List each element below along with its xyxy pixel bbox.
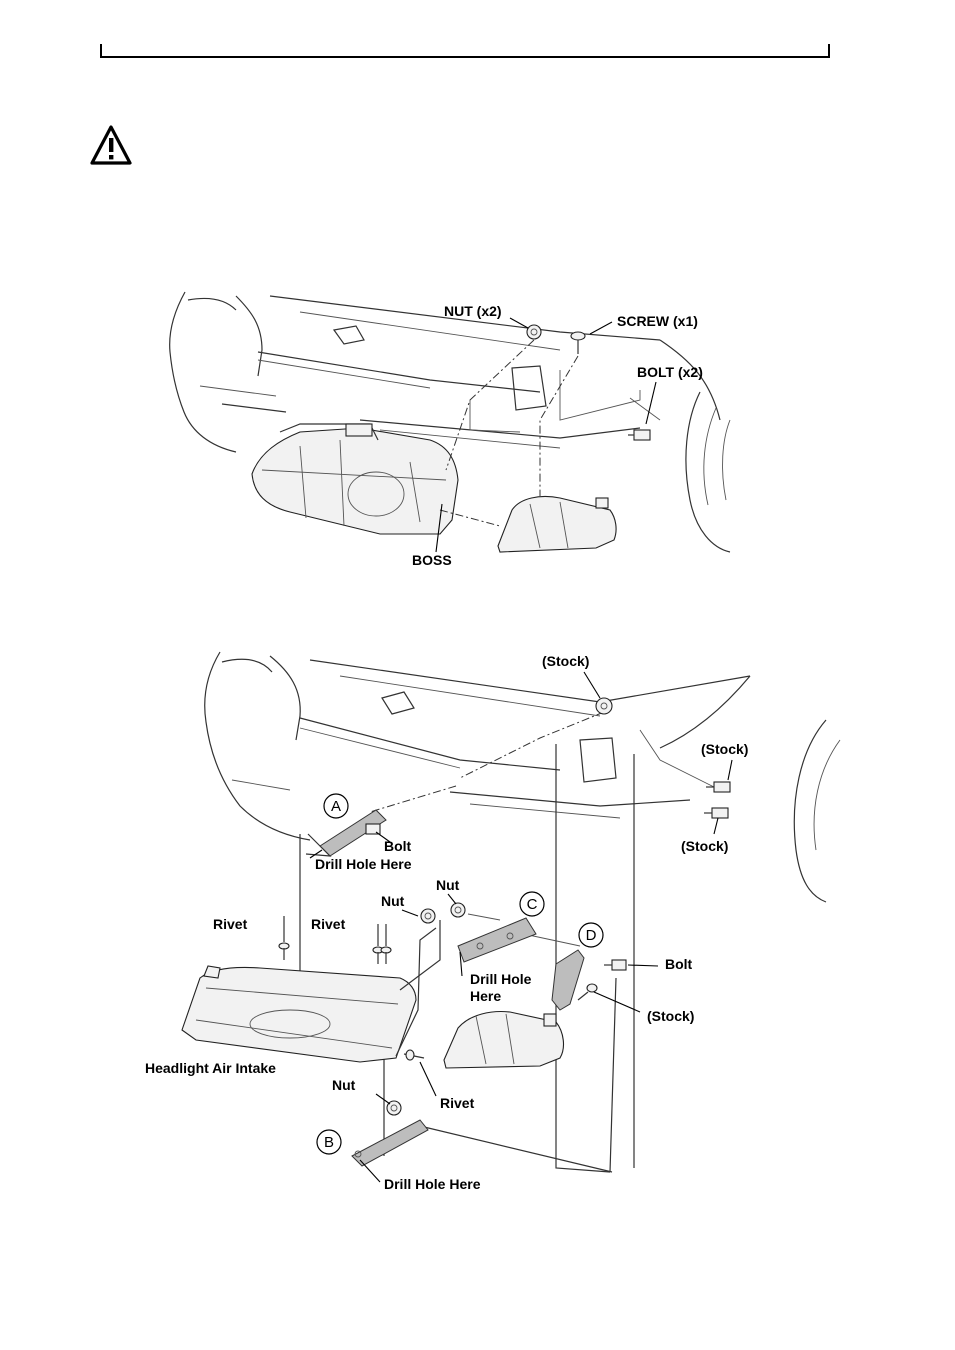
headlight-unit [252, 424, 458, 534]
stock-right-lower-label: (Stock) [681, 838, 728, 854]
stock-bolt-right-lower [704, 808, 728, 818]
corner-light [498, 497, 616, 553]
bolt-x2 [628, 430, 650, 440]
headlight-air-intake [182, 920, 440, 1062]
svg-text:C: C [527, 896, 538, 913]
bolt-a [366, 824, 380, 834]
drill-hole-c-label-line1: Drill Hole [470, 971, 532, 987]
bolt-d [604, 960, 626, 970]
stock-top-label: (Stock) [542, 653, 589, 669]
header-rule [100, 44, 830, 58]
stock-mid-label: (Stock) [647, 1008, 694, 1024]
nut-top-label: Nut [436, 877, 460, 893]
stock-nut-top [596, 698, 612, 714]
headlight-removal-diagram: NUT (x2) SCREW (x1) BOLT (x2) BOSS [0, 280, 955, 580]
air-intake-label: Headlight Air Intake [145, 1060, 276, 1076]
rivet-bottom [404, 1050, 424, 1060]
rivet-bottom-label: Rivet [440, 1095, 475, 1111]
nut-bottom-label: Nut [332, 1077, 356, 1093]
bracket-d [552, 950, 584, 1010]
drill-hole-c-label-line2: Here [470, 988, 501, 1004]
callout-d: D [579, 923, 603, 947]
drill-hole-b-label: Drill Hole Here [384, 1176, 481, 1192]
warning-icon [89, 124, 133, 166]
nut-x2 [527, 325, 541, 339]
corner-light [444, 1012, 563, 1068]
screw-x1-label: SCREW (x1) [617, 313, 698, 329]
bracket-b [352, 1120, 428, 1166]
nut-mid [421, 909, 435, 923]
nut-top [451, 903, 465, 917]
callout-c: C [520, 892, 544, 916]
screw-x1 [571, 332, 585, 354]
drill-hole-a-label: Drill Hole Here [315, 856, 412, 872]
callout-a: A [324, 794, 348, 818]
rivet-mid-label: Rivet [311, 916, 346, 932]
bracket-c [458, 918, 536, 962]
bolt-x2-label: BOLT (x2) [637, 364, 703, 380]
bolt-d-label: Bolt [665, 956, 693, 972]
nut-x2-label: NUT (x2) [444, 303, 502, 319]
headlight-air-intake-install-diagram: A C D B (Stock) (Stock) (Stock) Bolt Dri… [0, 640, 955, 1210]
bolt-a-label: Bolt [384, 838, 412, 854]
svg-text:D: D [586, 927, 597, 944]
callout-b: B [317, 1130, 341, 1154]
svg-text:B: B [324, 1134, 334, 1151]
rivet-mid-2 [381, 924, 391, 964]
svg-text:A: A [331, 798, 341, 815]
rivet-left [279, 916, 289, 960]
rivet-left-label: Rivet [213, 916, 248, 932]
stock-bolt-right-upper [706, 782, 730, 792]
boss-label: BOSS [412, 552, 452, 568]
stock-right-upper-label: (Stock) [701, 741, 748, 757]
nut-mid-label: Nut [381, 893, 405, 909]
rivet-mid-1 [373, 924, 383, 964]
